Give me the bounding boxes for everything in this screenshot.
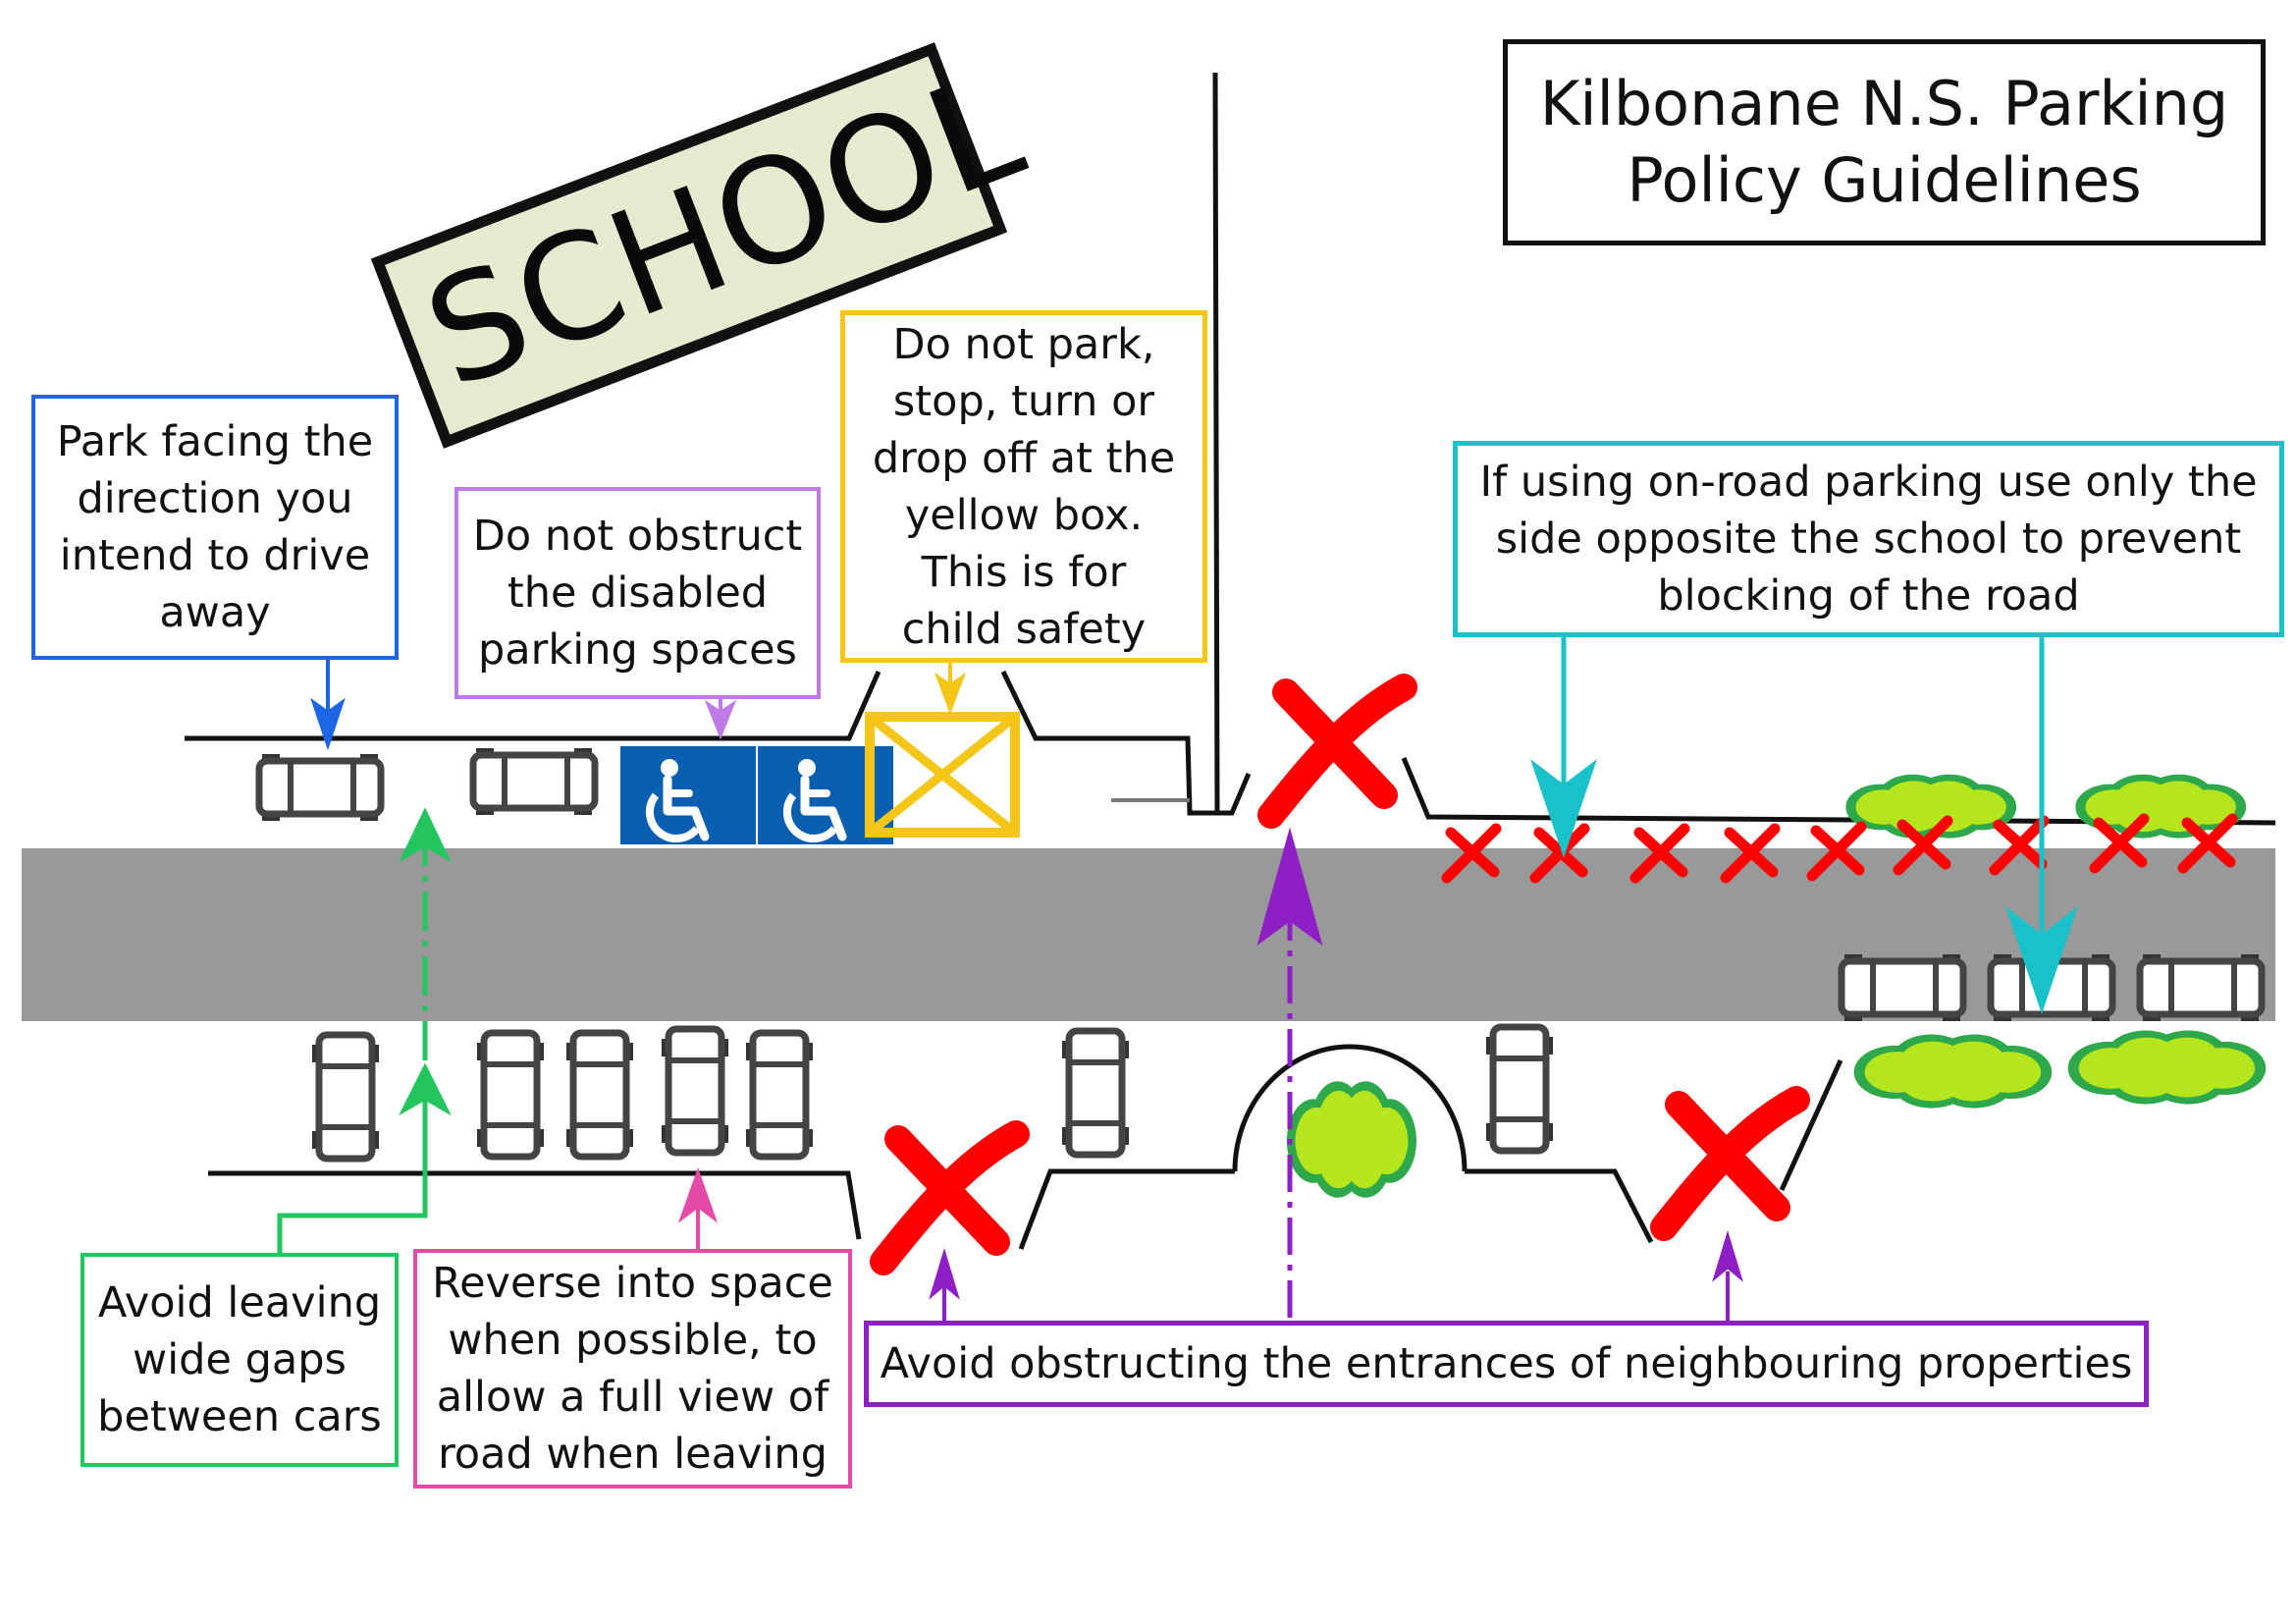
red-x-icon <box>1271 687 1404 815</box>
car-bottom-4 <box>662 1029 728 1153</box>
callout-wide-gaps: Avoid leaving wide gaps between cars <box>80 1253 399 1467</box>
car-bottom-7 <box>1486 1027 1553 1151</box>
car-bottom-2 <box>477 1033 544 1157</box>
school-sign <box>370 42 1008 449</box>
arrow-yellow <box>934 660 967 715</box>
flag-pole <box>1212 72 1220 814</box>
callout-entrances: Avoid obstructing the entrances of neigh… <box>864 1321 2149 1407</box>
page-title: Kilbonane N.S. Parking Policy Guidelines <box>1503 39 2266 245</box>
arrow-blue <box>310 660 346 751</box>
car-bottom-3 <box>566 1033 633 1157</box>
yellow-box-junction <box>865 712 1020 838</box>
callout-park-facing: Park facing the direction you intend to … <box>31 395 399 660</box>
arrow-purple <box>929 827 1743 1321</box>
callout-on-road-parking: If using on-road parking use only the si… <box>1453 441 2284 637</box>
car-road-3 <box>2140 954 2262 1021</box>
callout-disabled-spaces: Do not obstruct the disabled parking spa… <box>454 487 821 699</box>
arrow-cyan <box>1530 628 2079 1014</box>
bottom-kerb <box>208 1058 1843 1250</box>
car-bottom-1 <box>312 1035 379 1159</box>
car-top-2 <box>473 748 595 815</box>
car-top-1 <box>259 754 381 821</box>
driveway-arch <box>1232 1044 1468 1172</box>
arrow-green <box>277 807 452 1253</box>
arrow-pink <box>677 1167 719 1249</box>
car-road-1 <box>1842 954 1963 1021</box>
callout-yellow-box: Do not park, stop, turn or drop off at t… <box>840 310 1207 663</box>
disabled-space-1 <box>620 746 756 844</box>
arrow-lilac <box>704 699 737 740</box>
callout-reverse: Reverse into space when possible, to all… <box>413 1249 852 1489</box>
car-bottom-6 <box>1062 1031 1129 1155</box>
red-x-icon <box>883 1134 1016 1262</box>
red-x-icon <box>1664 1100 1796 1227</box>
car-bottom-5 <box>746 1033 813 1157</box>
